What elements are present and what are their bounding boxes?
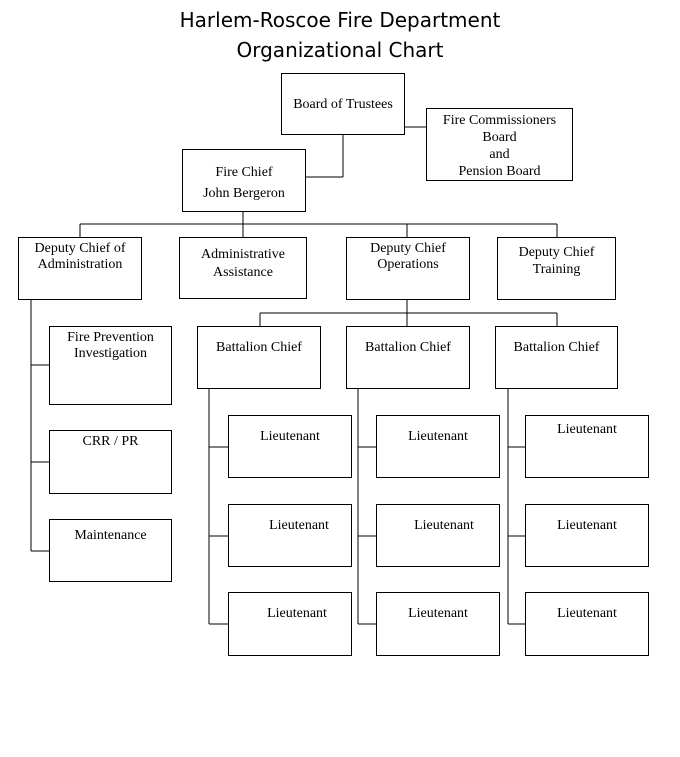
node-deputy-chief-administration: Deputy Chief of Administration [18,237,142,300]
node-battalion-chief-3: Battalion Chief [495,326,618,389]
node-crr-pr: CRR / PR [49,430,172,494]
node-fire-chief: Fire Chief John Bergeron [182,149,306,212]
node-lieutenant-3-3: Lieutenant [525,592,649,656]
node-lieutenant-3-1: Lieutenant [525,415,649,478]
node-battalion-chief-1: Battalion Chief [197,326,321,389]
node-lieutenant-2-2: Lieutenant [376,504,500,567]
node-fire-prevention-investigation: Fire Prevention Investigation [49,326,172,405]
node-battalion-chief-2: Battalion Chief [346,326,470,389]
node-lieutenant-3-2: Lieutenant [525,504,649,567]
node-lieutenant-2-1: Lieutenant [376,415,500,478]
node-administrative-assistance: Administrative Assistance [179,237,307,299]
chart-title-line-1: Harlem-Roscoe Fire Department [179,8,501,32]
node-lieutenant-1-2: Lieutenant [228,504,352,567]
node-board-of-trustees: Board of Trustees [281,73,405,135]
node-lieutenant-1-3: Lieutenant [228,592,352,656]
node-lieutenant-1-1: Lieutenant [228,415,352,478]
node-deputy-chief-operations: Deputy Chief Operations [346,237,470,300]
node-deputy-chief-training: Deputy Chief Training [497,237,616,300]
chart-title-line-2: Organizational Chart [236,38,444,62]
node-fire-commissioners-board: Fire Commissioners Board and Pension Boa… [426,108,573,181]
node-lieutenant-2-3: Lieutenant [376,592,500,656]
node-maintenance: Maintenance [49,519,172,582]
